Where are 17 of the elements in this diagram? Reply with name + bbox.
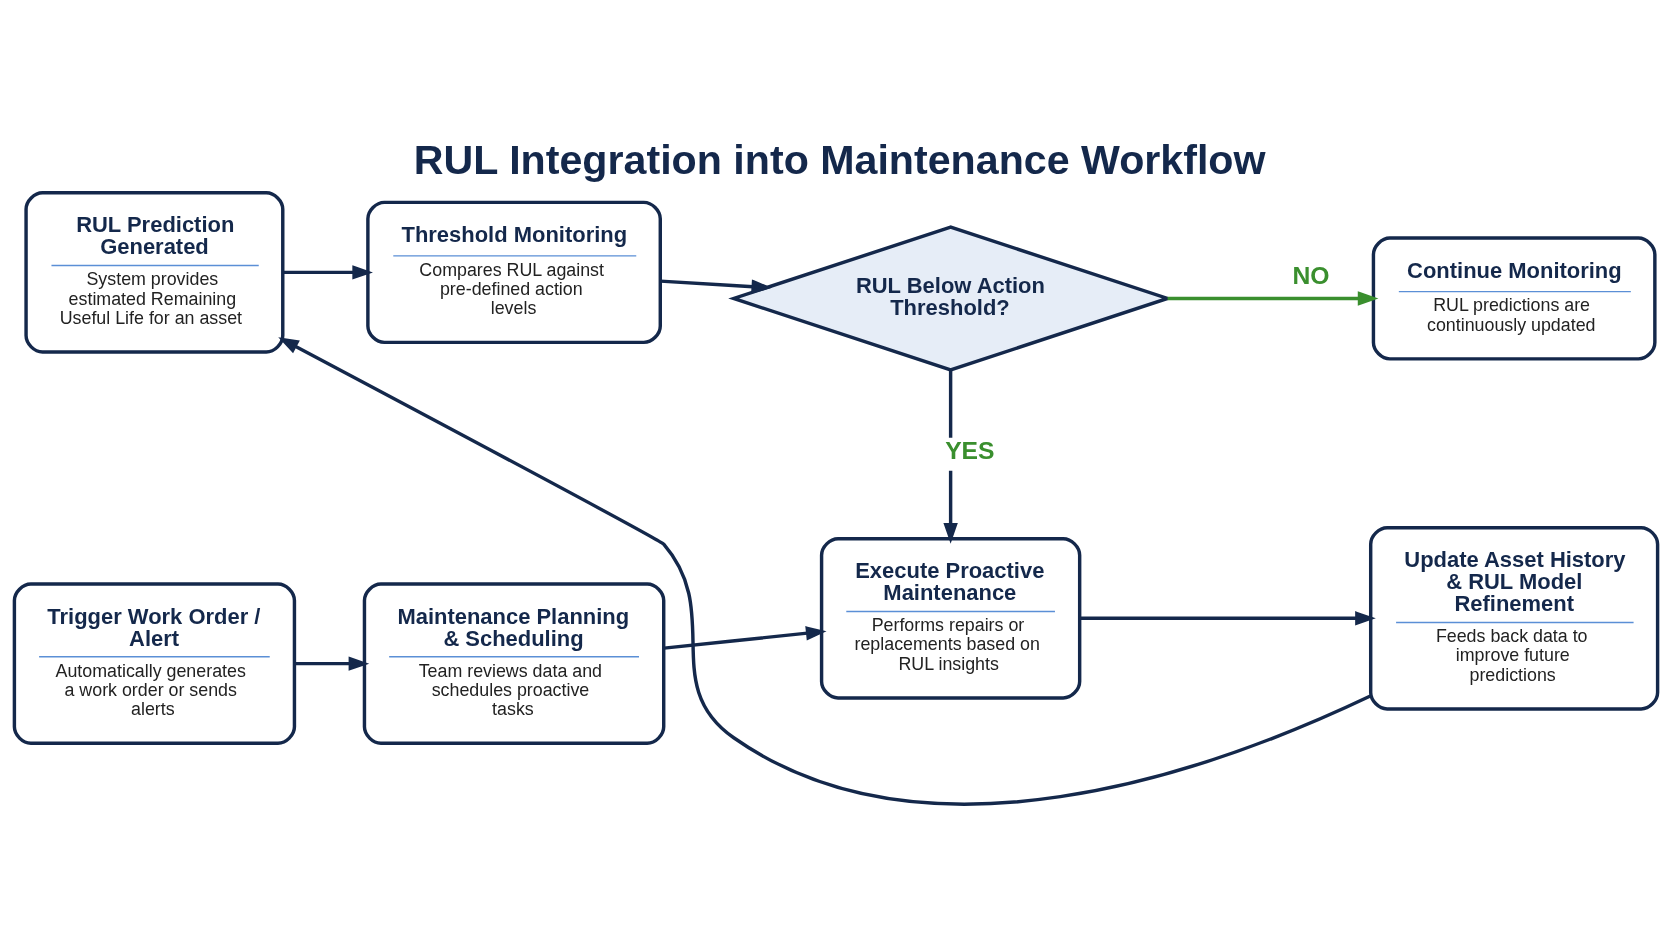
arrow: [660, 279, 773, 294]
arrow: [1079, 611, 1376, 626]
edge-label: NO: [1292, 261, 1330, 289]
arrow: [278, 337, 1372, 806]
edge-label: YES: [945, 436, 995, 464]
node-box: Threshold Monitoring Compares RUL against pre-defined action levels: [366, 200, 662, 345]
node-box: Continue Monitoring RUL predictions are continuously updated: [1371, 236, 1657, 361]
node-box: RUL Prediction Generated System provides estimated Remaining Useful Life for an asset: [24, 191, 285, 354]
node-box: Maintenance Planning & Scheduling Team reviews data and schedules proactive tasks: [362, 582, 666, 745]
node-box: Execute Proactive Maintenance Performs repairs or replacements based on RUL insights: [819, 537, 1082, 700]
arrow: [283, 265, 373, 280]
arrow: [1167, 291, 1379, 306]
node-box: Trigger Work Order / Alert Automatically generates a work order or sends alerts: [12, 582, 297, 745]
node-box: Update Asset History & RUL Model Refinement Feeds back data to improve future predictions: [1368, 526, 1660, 711]
diagram-title: RUL Integration into Maintenance Workflow: [413, 136, 1266, 183]
arrow: [294, 656, 370, 671]
arrow: [663, 626, 827, 650]
